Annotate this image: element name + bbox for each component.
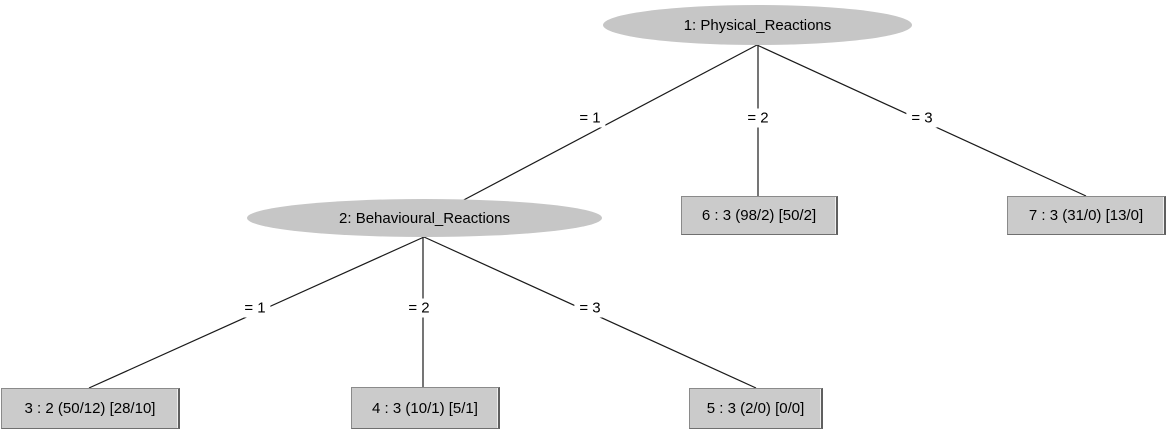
edge-label-root-eq-2: = 2 <box>742 108 774 128</box>
node-2-behavioural-reactions[interactable]: 2: Behavioural_Reactions <box>247 199 602 237</box>
edge-label-root-eq-1: = 1 <box>574 108 606 128</box>
node-1-physical-reactions[interactable]: 1: Physical_Reactions <box>603 5 912 45</box>
leaf-node-5[interactable]: 5 : 3 (2/0) [0/0] <box>689 388 823 429</box>
leaf-node-3[interactable]: 3 : 2 (50/12) [28/10] <box>1 388 180 429</box>
leaf-node-7[interactable]: 7 : 3 (31/0) [13/0] <box>1007 196 1166 235</box>
leaf-node-6[interactable]: 6 : 3 (98/2) [50/2] <box>681 196 838 235</box>
edge-label-root-eq-3: = 3 <box>906 108 938 128</box>
edge-label-node2-eq-1: = 1 <box>239 298 271 318</box>
edge-line-1-to-2 <box>457 44 758 204</box>
edge-label-node2-eq-3: = 3 <box>574 298 606 318</box>
edge-label-node2-eq-2: = 2 <box>403 298 435 318</box>
leaf-node-4[interactable]: 4 : 3 (10/1) [5/1] <box>351 387 500 429</box>
